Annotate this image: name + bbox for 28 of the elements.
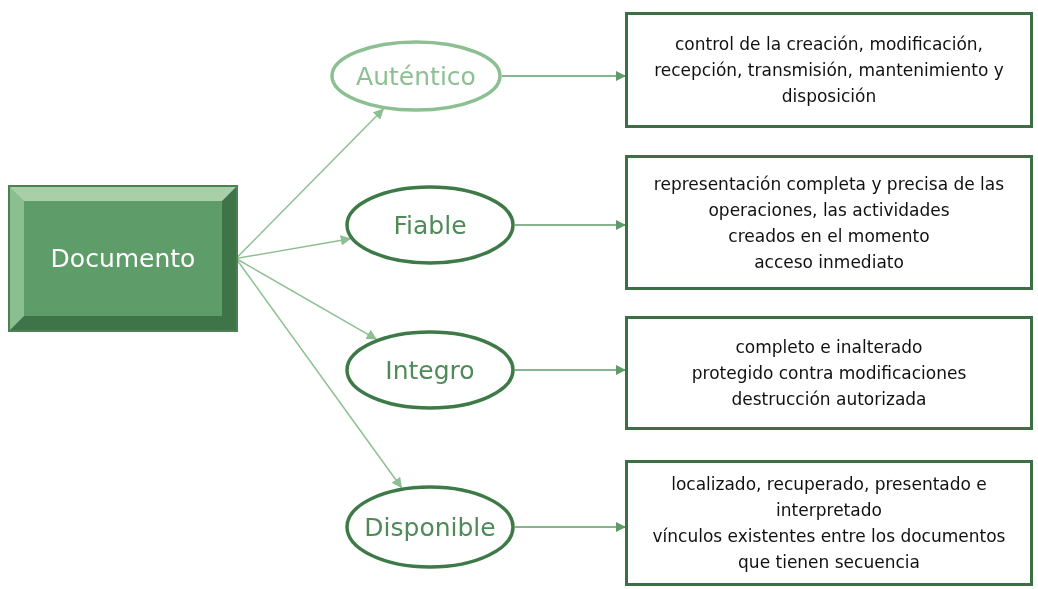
document-box xyxy=(10,187,236,330)
node-label: Fiable xyxy=(393,210,467,240)
description-text: creados en el momento xyxy=(728,224,930,248)
description-text: completo e inalterado xyxy=(735,336,923,359)
arrow xyxy=(235,108,384,260)
arrow xyxy=(514,364,627,376)
node-label: Auténtico xyxy=(356,61,476,91)
arrow xyxy=(235,235,352,260)
property-ellipse xyxy=(345,330,515,410)
description-box xyxy=(625,12,1033,128)
description-box xyxy=(625,155,1033,290)
description-text: control de la creación, modificación, recepción, transmisión, mantenimiento y disposición xyxy=(653,33,1005,108)
description-box xyxy=(625,316,1033,430)
arrow xyxy=(514,219,627,231)
property-ellipse xyxy=(330,40,502,112)
node-label: Documento xyxy=(50,244,196,273)
description-text: vínculos existentes entre los documentos que tienen secuencia xyxy=(651,525,1007,574)
property-ellipse xyxy=(345,185,515,265)
node-label: Disponible xyxy=(364,512,496,542)
description-text: acceso inmediato xyxy=(754,250,904,274)
arrow xyxy=(235,257,378,340)
description-box xyxy=(625,460,1033,586)
property-ellipse xyxy=(345,485,515,569)
arrow xyxy=(501,70,627,82)
description-text: protegido contra modificaciones xyxy=(691,362,967,385)
arrow xyxy=(514,521,627,533)
description-text: destrucción autorizada xyxy=(731,388,927,411)
node-label: Integro xyxy=(385,355,475,385)
